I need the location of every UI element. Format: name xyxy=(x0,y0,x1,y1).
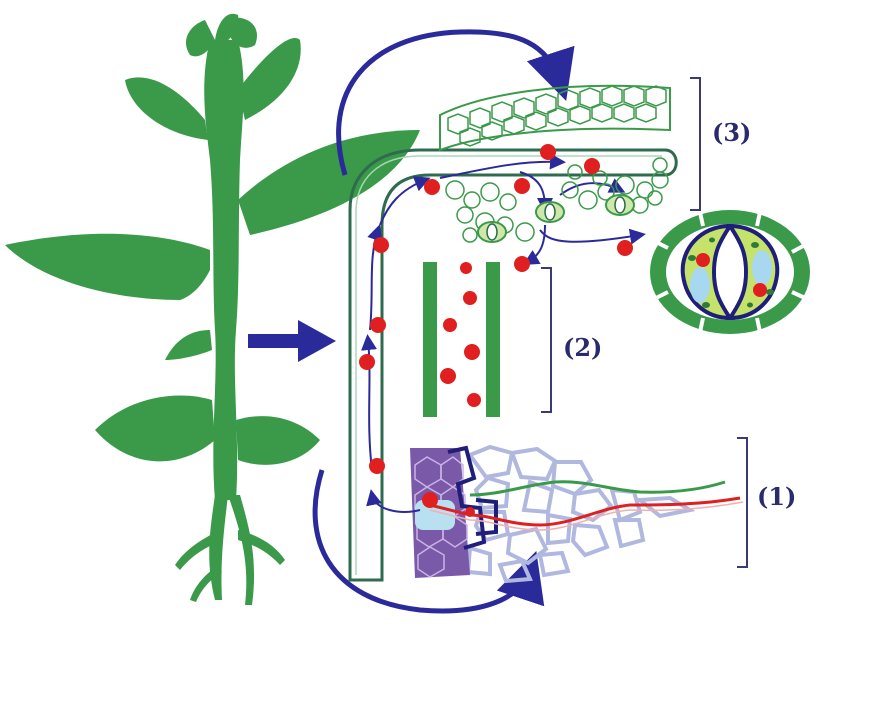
plant-silhouette-icon xyxy=(5,13,420,605)
bracket-leaf xyxy=(690,77,701,211)
stem-section-icon xyxy=(423,262,500,417)
curved-arrow-bottom xyxy=(312,469,545,614)
water-droplet-icon xyxy=(359,144,633,517)
leaf-tissue-icon xyxy=(439,84,671,243)
label-leaf: (3) xyxy=(712,118,751,147)
root-tissue-icon xyxy=(410,444,744,584)
curved-arrow-top xyxy=(336,29,575,176)
xylem-vessel xyxy=(348,148,678,582)
pointer-arrow xyxy=(248,320,336,362)
label-stem: (2) xyxy=(563,333,602,362)
water-flow-arrows xyxy=(361,153,646,513)
label-roots: (1) xyxy=(757,482,796,511)
bracket-roots xyxy=(737,437,748,568)
stoma-icon xyxy=(650,210,810,334)
bracket-stem xyxy=(541,267,552,413)
leaf-stomata xyxy=(477,194,635,243)
